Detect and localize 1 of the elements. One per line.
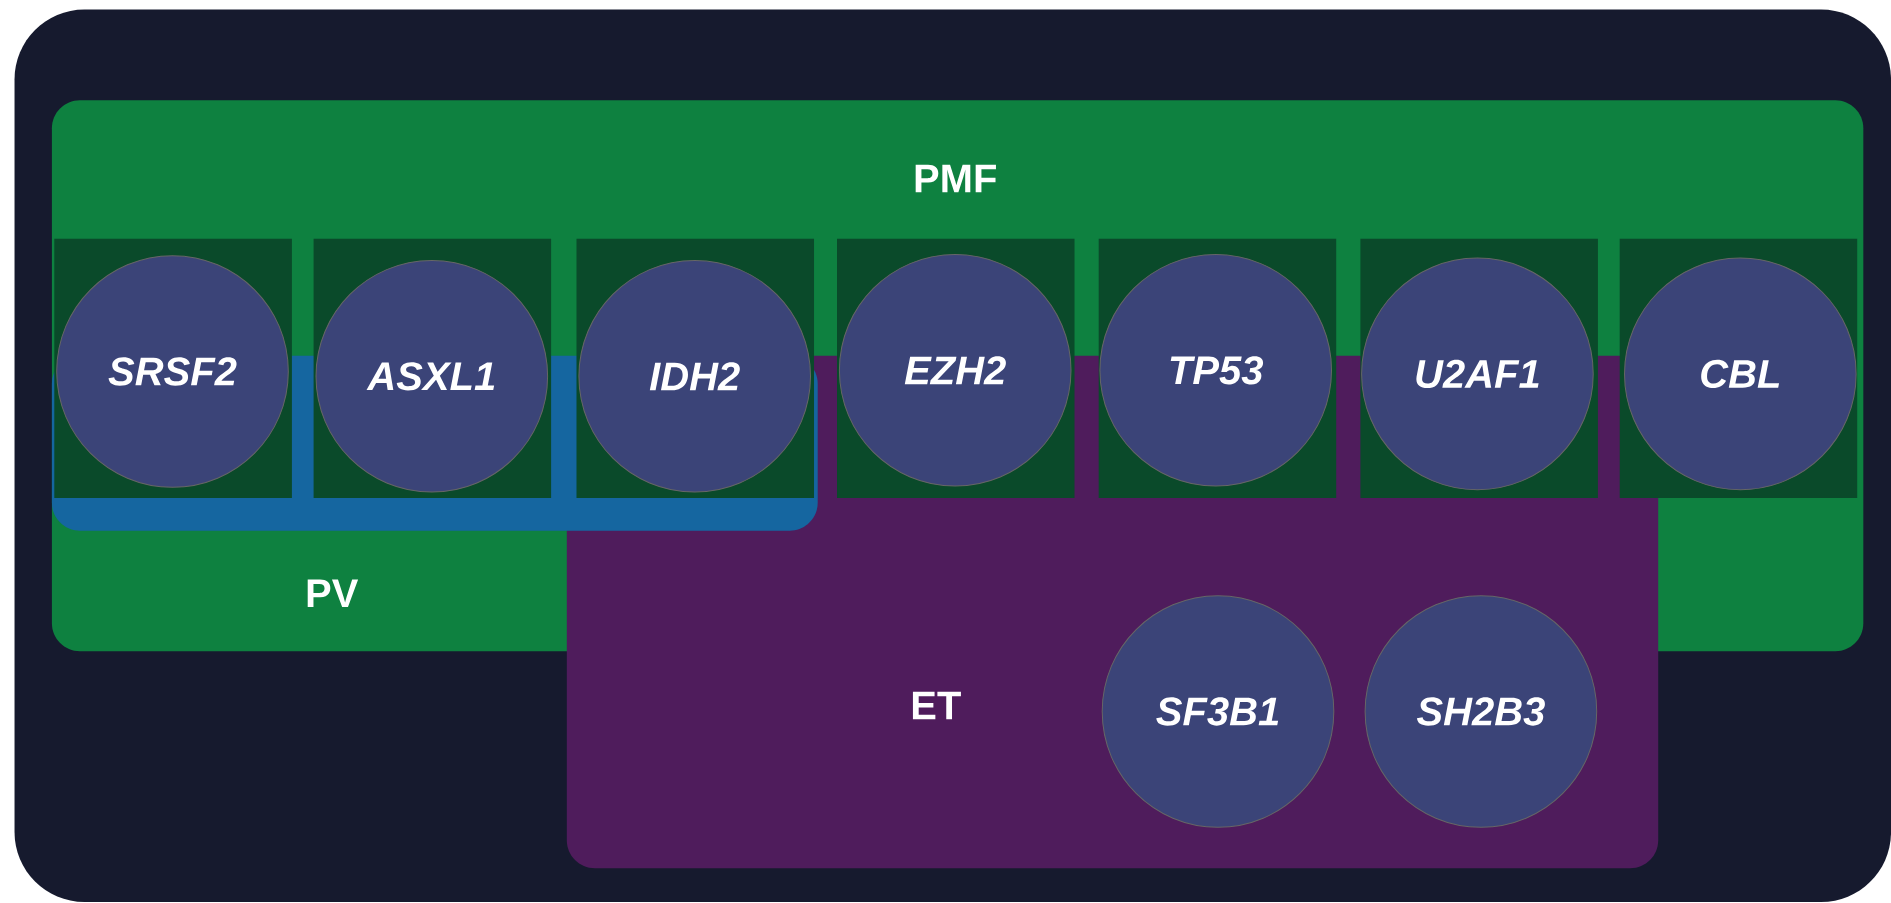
node-label: PV bbox=[307, 579, 359, 608]
